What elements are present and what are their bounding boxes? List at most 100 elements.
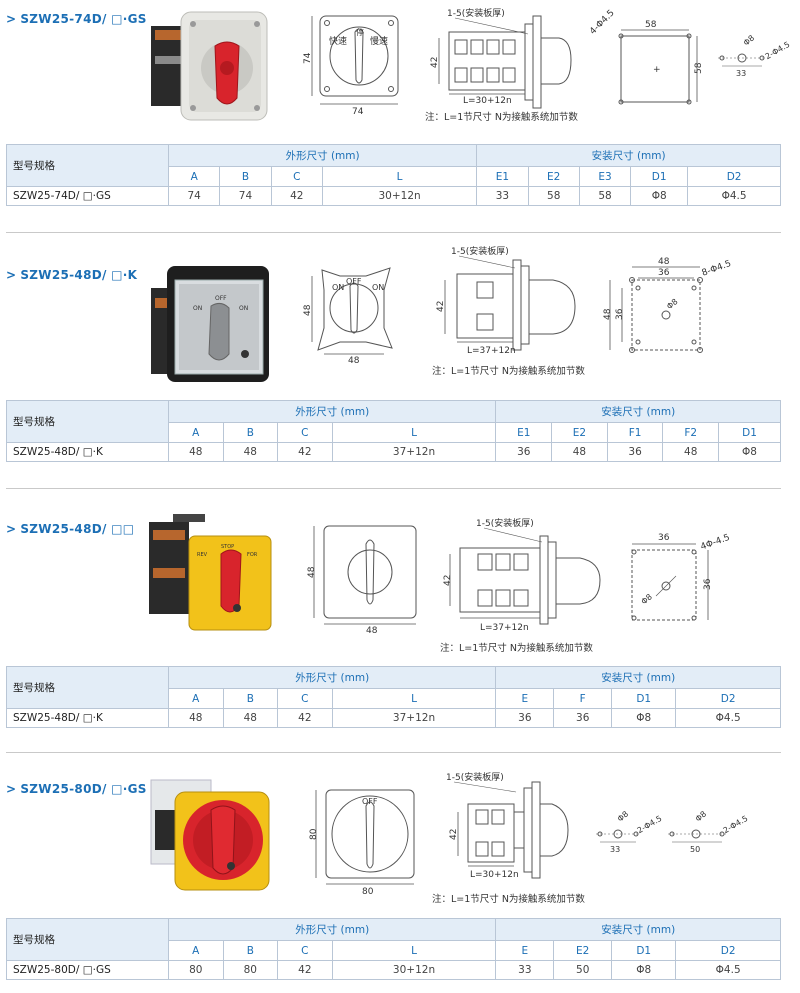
model-header: 型号规格 bbox=[6, 400, 169, 443]
cell: 37+12n bbox=[331, 708, 497, 728]
length-dim: L=30+12n bbox=[463, 96, 512, 106]
col-header: C bbox=[277, 688, 333, 709]
spacing-dim: 33 bbox=[736, 69, 746, 78]
note: 注：L=1节尺寸 N为接触系统加节数 bbox=[432, 894, 585, 905]
cell: Φ4.5 bbox=[675, 960, 781, 980]
cell: Φ8 bbox=[630, 186, 689, 206]
col-header: D1 bbox=[611, 940, 677, 961]
side-view-drawing: 1-5(安装板厚) 42 L=30+12n bbox=[430, 7, 572, 109]
cell: Φ8 bbox=[718, 442, 781, 462]
cell: 48 bbox=[662, 442, 720, 462]
stop-label: 停 bbox=[356, 27, 364, 37]
center-hole-label: Φ8 bbox=[665, 297, 680, 311]
cell: Φ4.5 bbox=[675, 708, 781, 728]
depth-dim: 42 bbox=[443, 575, 453, 586]
col-header: D1 bbox=[611, 688, 677, 709]
col-header: E2 bbox=[553, 940, 613, 961]
rev-label: REV bbox=[197, 552, 208, 558]
col-header: C bbox=[270, 166, 323, 187]
col-header: D1 bbox=[630, 166, 689, 187]
col-header: B bbox=[222, 688, 279, 709]
spacing2-dim: 50 bbox=[690, 845, 700, 854]
cell: 36 bbox=[495, 708, 555, 728]
col-header: F1 bbox=[606, 422, 664, 443]
cell: 36 bbox=[606, 442, 664, 462]
outer-width-dim: 48 bbox=[658, 257, 670, 267]
on-right-label: ON bbox=[372, 283, 384, 292]
inner-width-dim: 36 bbox=[658, 268, 670, 278]
cell: 48 bbox=[222, 708, 279, 728]
mount-cutout-drawing: 48 36 8-Φ4.5 Φ8 48 36 bbox=[603, 257, 733, 353]
mount-width-dim: 36 bbox=[658, 533, 670, 543]
mount-cutout-drawing: 36 4Φ-4.5 Φ8 36 bbox=[631, 533, 731, 621]
cell: Φ4.5 bbox=[687, 186, 781, 206]
col-header: B bbox=[219, 166, 272, 187]
cell: 37+12n bbox=[331, 442, 497, 462]
col-header: E3 bbox=[578, 166, 632, 187]
center-hole-label: Φ8 bbox=[639, 592, 654, 606]
side-view-drawing: 1-5(安装板厚) 42 L=30+12n bbox=[446, 771, 569, 880]
cell: 80 bbox=[168, 960, 224, 980]
cell: 58 bbox=[578, 186, 632, 206]
height-dim: 80 bbox=[309, 828, 319, 840]
table-row: SZW25-48D/ □·K 48 48 42 37+12n 36 36 Φ8 … bbox=[6, 708, 781, 728]
table-row: SZW25-74D/ □·GS 74 74 42 30+12n 33 58 58… bbox=[6, 186, 781, 206]
cell: 30+12n bbox=[331, 960, 497, 980]
col-header: F bbox=[553, 688, 613, 709]
front-view-drawing: ON OFF ON 48 48 bbox=[303, 267, 393, 366]
plate-thickness-label: 1-5(安装板厚) bbox=[476, 517, 534, 529]
hole1-label: 2-Φ4.5 bbox=[636, 814, 664, 835]
mount-group-header: 安装尺寸 (mm) bbox=[495, 400, 781, 423]
depth-dim: 42 bbox=[449, 829, 459, 840]
cell: Φ8 bbox=[611, 708, 677, 728]
col-header: C bbox=[277, 940, 333, 961]
front-view-drawing: 48 48 bbox=[307, 525, 417, 636]
divider bbox=[6, 232, 781, 233]
d1-label: Φ8 bbox=[616, 809, 631, 823]
col-header: A bbox=[168, 940, 224, 961]
note: 注：L=1节尺寸 N为接触系统加节数 bbox=[432, 366, 585, 377]
svg-text:ON: ON bbox=[239, 305, 248, 312]
product-photo bbox=[151, 11, 268, 121]
product-photo: ON OFF ON bbox=[151, 266, 269, 382]
plate-thickness-label: 1-5(安装板厚) bbox=[451, 245, 509, 257]
cell: 80 bbox=[222, 960, 279, 980]
cell: 36 bbox=[495, 442, 553, 462]
front-view-drawing: OFF 80 80 bbox=[309, 789, 415, 897]
height-dim: 74 bbox=[303, 52, 313, 64]
extra-holes-drawing: Φ8 2-Φ4.5 33 bbox=[718, 33, 791, 78]
note: 注：L=1节尺寸 N为接触系统加节数 bbox=[440, 643, 593, 654]
section-title: >SZW25-80D/ □·GS bbox=[6, 782, 147, 796]
cell: Φ8 bbox=[611, 960, 677, 980]
col-header: B bbox=[222, 940, 279, 961]
cell: 48 bbox=[168, 708, 224, 728]
cell: 50 bbox=[553, 960, 613, 980]
hole2-label: 2-Φ4.5 bbox=[722, 814, 750, 835]
col-header: D2 bbox=[675, 940, 781, 961]
section-title: >SZW25-74D/ □·GS bbox=[6, 12, 147, 26]
height-dim: 48 bbox=[307, 566, 317, 578]
section-title: >SZW25-48D/ □·K bbox=[6, 268, 138, 282]
table-row: SZW25-48D/ □·K 48 48 42 37+12n 36 48 36 … bbox=[6, 442, 781, 462]
col-header: D1 bbox=[718, 422, 781, 443]
col-header: E2 bbox=[551, 422, 608, 443]
section-szw25-48d: >SZW25-48D/ □□ REV STOP FOR 48 48 1-5(安装… bbox=[0, 496, 800, 746]
inner-height-dim: 36 bbox=[615, 308, 625, 320]
col-header: E1 bbox=[476, 166, 529, 187]
model-cell: SZW25-80D/ □·GS bbox=[6, 960, 169, 980]
width-dim: 74 bbox=[352, 107, 364, 117]
cell: 30+12n bbox=[321, 186, 478, 206]
cell: 48 bbox=[551, 442, 608, 462]
width-dim: 48 bbox=[348, 356, 360, 366]
off-label: OFF bbox=[362, 797, 378, 806]
model-cell: SZW25-74D/ □·GS bbox=[6, 186, 169, 206]
side-view-drawing: 1-5(安装板厚) 42 L=37+12n bbox=[443, 517, 601, 633]
mount-cutout-drawing: 4-Φ4.5 58 + 58 bbox=[588, 8, 704, 105]
col-header: D2 bbox=[687, 166, 781, 187]
dims-group-header: 外形尺寸 (mm) bbox=[167, 918, 497, 941]
product-photo: REV STOP FOR bbox=[149, 514, 272, 631]
plate-thickness-label: 1-5(安装板厚) bbox=[446, 771, 504, 783]
section-title: >SZW25-48D/ □□ bbox=[6, 522, 135, 536]
model-header: 型号规格 bbox=[6, 144, 169, 187]
length-dim: L=37+12n bbox=[467, 346, 516, 356]
